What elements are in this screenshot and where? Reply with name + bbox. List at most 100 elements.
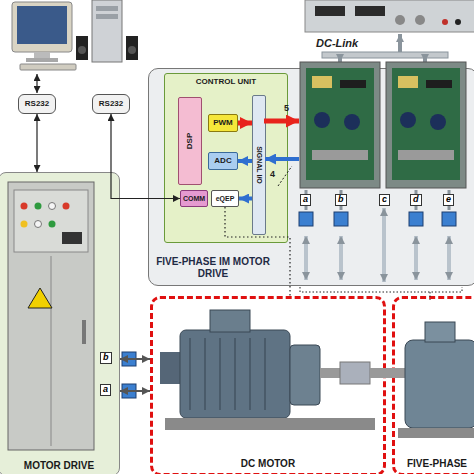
signal-connector	[120, 390, 150, 392]
signal-connector	[36, 114, 37, 172]
phase-label: e	[443, 194, 454, 206]
capacitor	[430, 114, 446, 130]
psu-knob	[395, 15, 405, 25]
bus-slash	[278, 166, 292, 186]
node-text: FIVE-PHASE IM MOTOR DRIVE	[153, 256, 273, 279]
current-sensor	[442, 212, 456, 226]
pwm-box: PWM	[208, 114, 238, 132]
node-text: CONTROL UNIT	[165, 77, 287, 86]
capacitor	[344, 114, 360, 130]
node-text: COMM	[181, 194, 207, 202]
capacitor	[400, 112, 416, 128]
cabinet-door-seam	[51, 256, 52, 446]
signal-connector	[120, 358, 150, 360]
cabinet-button	[63, 203, 70, 210]
psu-terminal	[455, 19, 461, 25]
cabinet-handle	[82, 320, 86, 344]
motor-fin	[234, 338, 236, 410]
pcb	[392, 68, 460, 180]
encoder	[160, 352, 180, 384]
phase-bracket	[300, 287, 462, 300]
terminal-box	[210, 310, 250, 332]
shaft	[320, 368, 340, 378]
pwm-signal-arrow	[264, 119, 299, 124]
speaker	[126, 36, 138, 60]
end-bell	[290, 345, 320, 405]
inverter-board	[386, 62, 466, 188]
coupling	[340, 362, 370, 384]
drive-cabinet	[8, 182, 94, 450]
cabinet-button	[35, 203, 42, 210]
pcb-component	[398, 76, 418, 88]
phase-arrow	[382, 208, 386, 282]
capacitor	[314, 112, 330, 128]
warning-sign	[28, 288, 52, 308]
five-phase-motor-body	[405, 340, 474, 428]
pcb-component	[312, 150, 368, 160]
signal-connector	[239, 197, 252, 201]
phase-label: b	[335, 194, 347, 206]
node-text: RS232	[19, 99, 55, 108]
monitor	[12, 2, 72, 52]
pc-tower	[92, 0, 122, 62]
eqep-box: eQEP	[211, 190, 239, 207]
node-text: eQEP	[212, 194, 238, 202]
pcb-component	[340, 80, 366, 88]
cabinet-display	[62, 232, 82, 244]
signal-connector	[111, 114, 180, 199]
dc-link-arrow	[398, 34, 402, 52]
keyboard	[20, 64, 76, 70]
phase-label: b	[100, 352, 112, 364]
signal-io-box: SIGNAL I/O	[252, 95, 266, 235]
pcb	[306, 68, 374, 180]
power-supply	[305, 0, 474, 32]
monitor-base	[26, 58, 58, 62]
current-sensor	[409, 212, 423, 226]
adc-box: ADC	[208, 152, 238, 170]
motor-base	[165, 418, 375, 430]
port-box: RS232	[18, 94, 56, 114]
drive-bay	[96, 6, 118, 11]
bus-width-number: 5	[284, 104, 289, 114]
monitor-stand	[34, 52, 50, 58]
shaft	[370, 368, 406, 378]
bus-label: DC-Link	[316, 37, 358, 49]
phase-label: c	[379, 194, 390, 206]
phase-label: d	[410, 194, 422, 206]
cabinet-button	[49, 203, 56, 210]
motor-fin	[219, 338, 221, 410]
signal-connector	[238, 121, 252, 126]
psu-knob	[415, 15, 425, 25]
psu-display	[355, 6, 385, 16]
pcb-component	[398, 150, 454, 160]
pcb-component	[312, 76, 332, 88]
node-text: SIGNAL I/O	[255, 146, 263, 184]
current-sensor	[299, 212, 313, 226]
adc-signal-arrow	[265, 157, 299, 161]
phase-arrow	[414, 236, 418, 280]
comm-box: COMM	[180, 190, 208, 207]
phase-arrow	[447, 236, 451, 280]
phase-label: a	[300, 194, 311, 206]
phase-arrow	[339, 236, 343, 280]
node-text: MOTOR DRIVE	[0, 460, 119, 472]
psu-display	[315, 6, 345, 16]
speaker-cone	[78, 46, 86, 54]
dc-link-bus	[322, 52, 448, 58]
node-text: DC MOTOR	[153, 458, 383, 470]
bus-width-number: 4	[270, 170, 275, 180]
serial-link	[36, 74, 37, 93]
motor-fin	[249, 338, 251, 410]
motor-fin	[204, 338, 206, 410]
cabinet-button	[21, 203, 28, 210]
dsp-box: DSP	[178, 97, 202, 185]
node-text: ADC	[209, 156, 237, 165]
phase-arrow	[304, 236, 308, 280]
cabinet-button	[35, 221, 42, 228]
motor-base	[398, 428, 474, 438]
speaker-cone	[128, 46, 136, 54]
node-text: FIVE-PHASE	[395, 458, 474, 470]
